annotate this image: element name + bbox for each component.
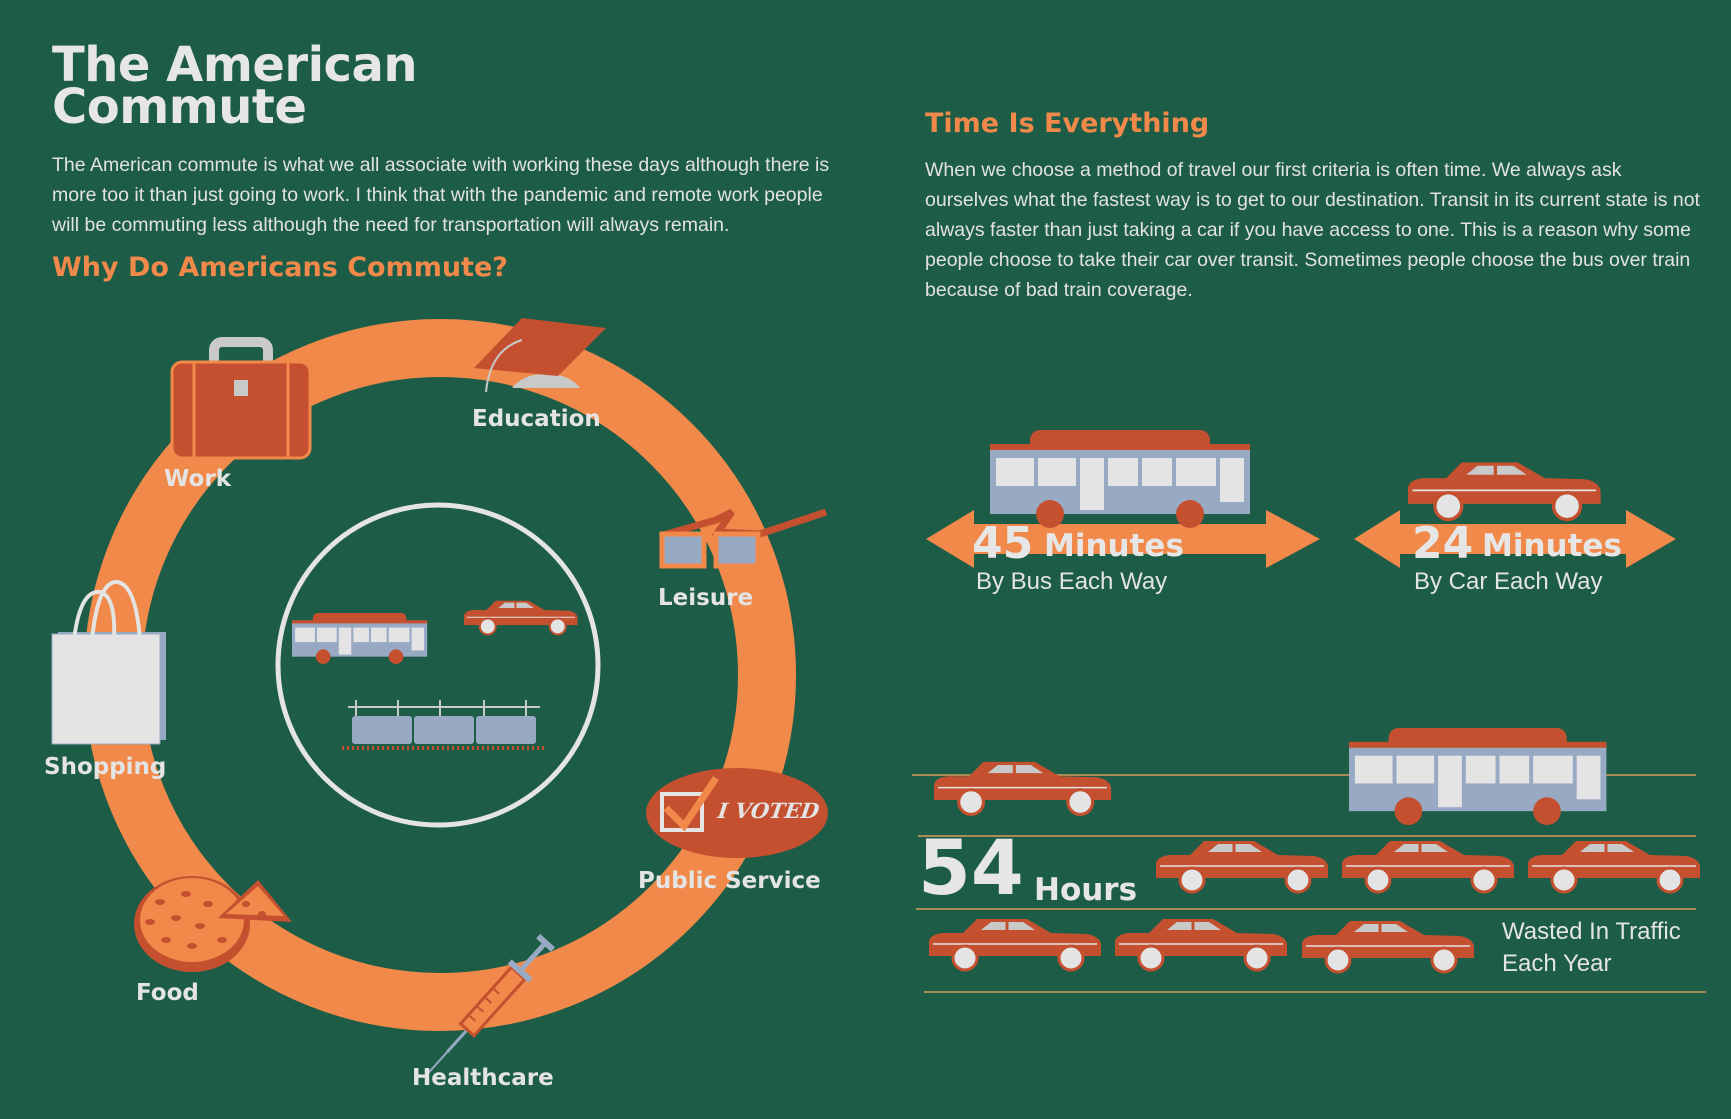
bus-icon (990, 430, 1250, 528)
inner-train-icon (342, 700, 546, 750)
bus-minutes-unit: Minutes (1044, 528, 1184, 564)
graduation-cap-icon (474, 318, 606, 393)
why-heading: Why Do Americans Commute? (52, 252, 508, 283)
traffic-car-icon (927, 917, 1103, 972)
ring-label-education: Education (472, 406, 601, 432)
sunglasses-icon (659, 508, 828, 569)
i-voted-badge-icon (646, 768, 828, 858)
car-minutes-number: 24 (1412, 518, 1474, 569)
syringe-icon (426, 933, 555, 1075)
ring-label-food: Food (136, 980, 199, 1006)
traffic-car-icon (1154, 839, 1330, 894)
traffic-hours-unit: Hours (1034, 872, 1138, 908)
time-paragraph: When we choose a method of travel our fi… (925, 159, 1700, 301)
ring-label-shopping: Shopping (44, 754, 167, 780)
ring-label-work: Work (164, 466, 231, 492)
traffic-bus-icon (1349, 728, 1607, 826)
traffic-car-icon (932, 760, 1113, 816)
car-caption: By Car Each Way (1414, 568, 1603, 595)
page-title: The American Commute (52, 37, 418, 135)
car-icon (1406, 460, 1603, 522)
traffic-car-icon (1526, 839, 1702, 894)
bus-caption: By Bus Each Way (976, 568, 1168, 595)
traffic-car-icon (1340, 839, 1516, 894)
traffic-caption-line2: Each Year (1502, 950, 1612, 977)
time-heading: Time Is Everything (925, 108, 1210, 139)
shopping-bag-icon (51, 580, 166, 745)
ring-label-leisure: Leisure (658, 585, 754, 611)
inner-transit-circle (275, 502, 601, 828)
inner-bus-icon (292, 613, 428, 664)
pizza-icon (134, 876, 292, 972)
inner-car-icon (463, 599, 579, 636)
intro-paragraph: The American commute is what we all asso… (52, 154, 830, 236)
bus-minutes-number: 45 (972, 518, 1034, 569)
ring-label-public-service: Public Service (638, 868, 821, 894)
ring-label-healthcare: Healthcare (412, 1065, 554, 1091)
traffic-caption-line1: Wasted In Traffic (1502, 918, 1681, 945)
traffic-car-icon (1300, 919, 1476, 974)
bus-arrow (926, 510, 1320, 568)
suitcase-icon (170, 337, 312, 460)
traffic-car-icon (1113, 917, 1289, 972)
traffic-hours-number: 54 (918, 823, 1024, 912)
car-arrow (1354, 510, 1676, 568)
i-voted-text: I VOTED (716, 798, 821, 823)
car-minutes-unit: Minutes (1482, 528, 1622, 564)
